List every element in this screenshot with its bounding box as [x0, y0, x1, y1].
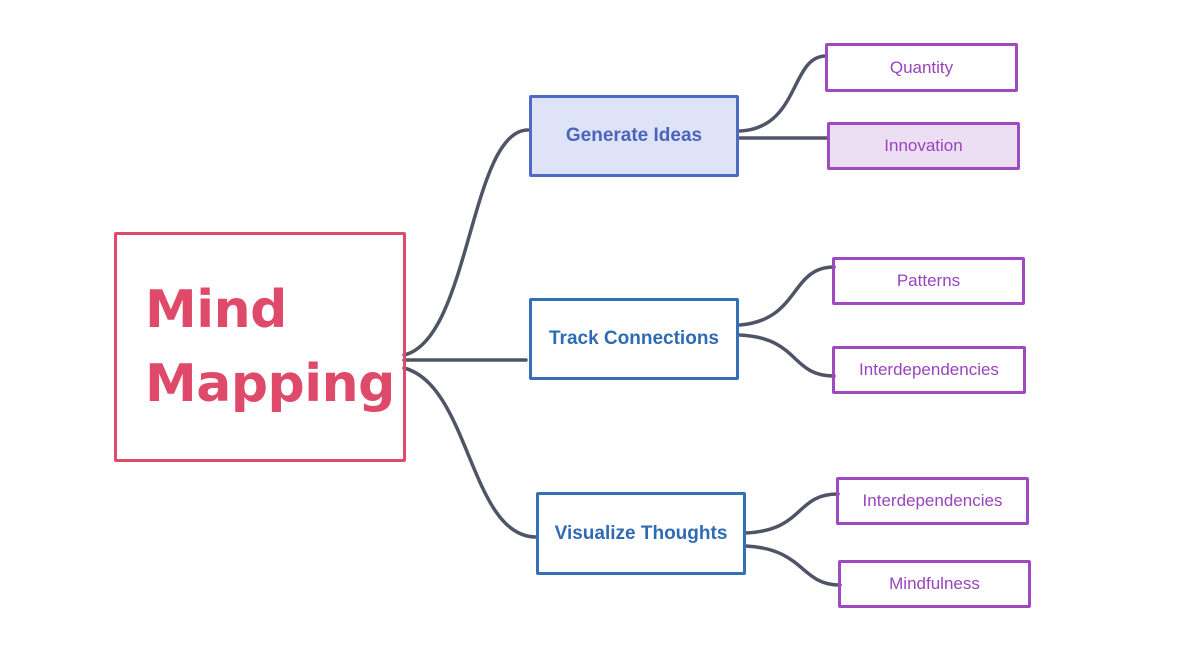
root-label-line-2: Mapping — [145, 354, 395, 414]
branch-label: Visualize Thoughts — [554, 522, 728, 544]
connector-track-connections-interdependencies — [738, 333, 836, 378]
root-label-line-1: Mind — [145, 280, 287, 340]
branch-node-generate-ideas[interactable]: Generate Ideas — [529, 95, 739, 177]
leaf-node-mindfulness[interactable]: Mindfulness — [838, 560, 1031, 608]
branch-label: Generate Ideas — [565, 125, 703, 146]
connector-visualize-thoughts-mindfulness — [744, 544, 842, 587]
leaf-node-patterns[interactable]: Patterns — [832, 257, 1025, 305]
leaf-label: Interdependencies — [862, 491, 1003, 510]
leaf-label: Mindfulness — [889, 574, 980, 593]
leaf-node-interdependencies-track[interactable]: Interdependencies — [832, 346, 1026, 394]
connector-root-visualize-thoughts — [402, 366, 538, 539]
branch-node-visualize-thoughts[interactable]: Visualize Thoughts — [536, 492, 746, 575]
connector-visualize-thoughts-interdependencies — [744, 492, 840, 535]
leaf-node-interdependencies-visualize[interactable]: Interdependencies — [836, 477, 1029, 525]
leaf-node-innovation[interactable]: Innovation — [827, 122, 1020, 170]
branch-node-track-connections[interactable]: Track Connections — [529, 298, 739, 380]
leaf-label: Patterns — [896, 271, 961, 290]
leaf-label: Innovation — [884, 136, 963, 155]
branch-label: Track Connections — [549, 328, 719, 349]
connector-root-generate-ideas — [402, 128, 530, 357]
root-label: Mind Mapping — [145, 273, 395, 421]
leaf-node-quantity[interactable]: Quantity — [825, 43, 1018, 92]
leaf-label: Interdependencies — [859, 360, 999, 379]
connector-track-connections-patterns — [738, 265, 836, 327]
root-node[interactable]: Mind Mapping — [114, 232, 406, 462]
connector-generate-ideas-quantity — [738, 54, 828, 133]
leaf-label: Quantity — [889, 57, 954, 77]
